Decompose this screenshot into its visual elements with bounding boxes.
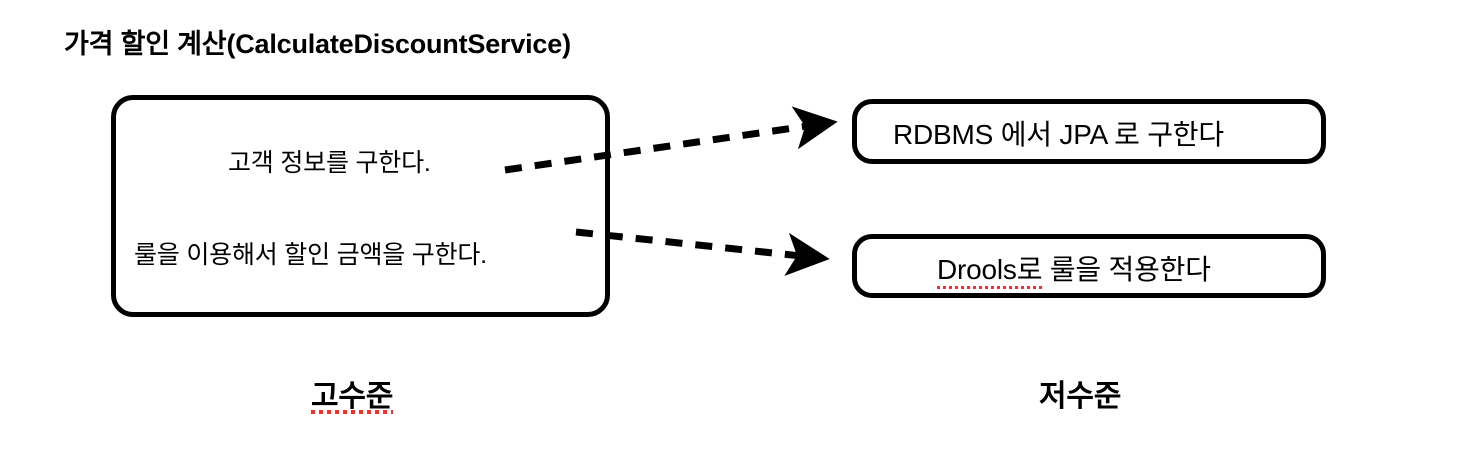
low-level-box-drools [852,234,1326,298]
low-level-box-rdbms [852,99,1326,164]
low-level-box-rdbms-label: RDBMS 에서 JPA 로 구한다 [893,119,1224,150]
arrow-rule-to-drools [575,228,830,277]
high-level-step-1: 고객 정보를 구한다. [228,149,431,177]
low-level-box-drools-label: Drools로 룰을 적용한다 [937,248,1211,289]
high-level-box [111,95,610,317]
drools-spellchecked-word: Drools로 [937,248,1043,289]
drools-label-rest: 룰을 적용한다 [1042,254,1211,285]
high-level-step-2: 룰을 이용해서 할인 금액을 구한다. [134,241,487,269]
caption-high-level: 고수준 [311,371,394,415]
caption-low-level: 저수준 [1039,380,1122,413]
caption-high-level-text: 고수준 [311,371,394,415]
page-title: 가격 할인 계산(CalculateDiscountService) [64,29,571,59]
